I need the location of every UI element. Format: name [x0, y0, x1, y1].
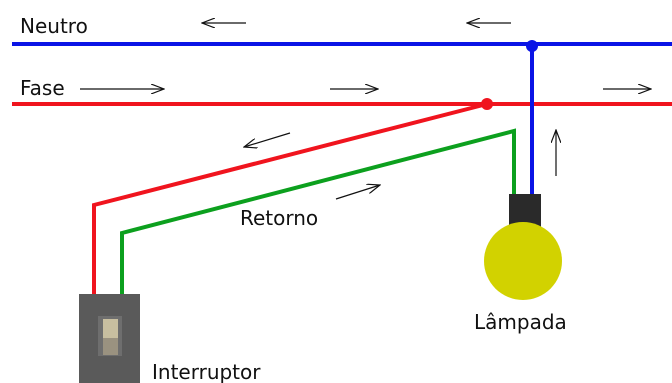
switch-toggle-shade [103, 338, 118, 355]
return-label: Retorno [240, 206, 318, 230]
phase-junction-dot [481, 98, 493, 110]
phase-label: Fase [20, 76, 65, 100]
neutral-junction-dot [526, 40, 538, 52]
neutral-label: Neutro [20, 14, 88, 38]
lamp-bulb [484, 222, 562, 300]
return-wire [120, 128, 516, 296]
phase-to-switch-wire [92, 102, 488, 296]
phase-diagonal-arrow [244, 132, 291, 147]
lamp-label: Lâmpada [474, 310, 567, 334]
switch-label: Interruptor [152, 360, 261, 383]
return-diagonal-arrow [335, 185, 380, 200]
